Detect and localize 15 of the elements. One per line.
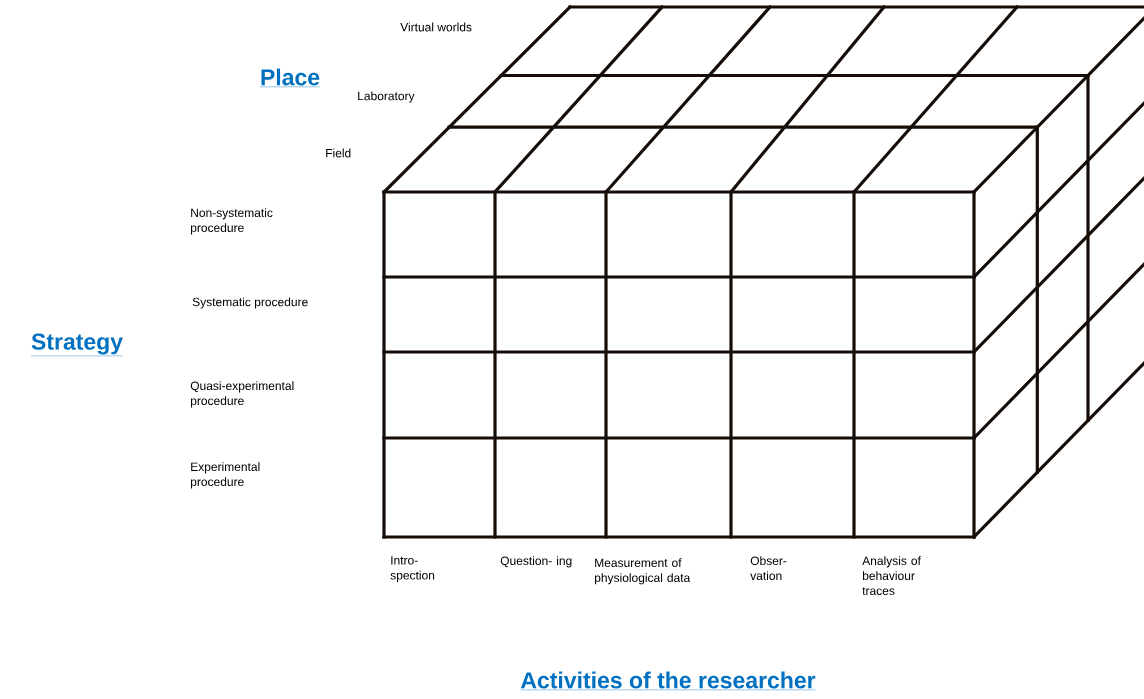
axis-title: Activities of the researcher	[520, 671, 816, 691]
axis-label: Question- ing	[500, 556, 572, 568]
axis-label: Experimental procedure	[191, 462, 260, 489]
axis-title: Place	[259, 68, 321, 88]
axis-label: Systematic procedure	[192, 297, 308, 309]
axis-label: Measurement of physiological data	[594, 558, 691, 585]
axis-label: Non-systematic procedure	[191, 208, 273, 235]
axis-label: Laboratory	[358, 91, 415, 103]
axis-label: Virtual worlds	[400, 22, 472, 32]
axis-label: Field	[326, 148, 351, 158]
axis-label: Intro- spection	[390, 556, 435, 582]
axis-label: Quasi-experimental procedure	[190, 381, 294, 408]
axis-label: Obser- vation	[750, 556, 787, 580]
axis-label: Analysis of behaviour traces	[862, 556, 921, 595]
axis-title: Strategy	[30, 333, 124, 357]
